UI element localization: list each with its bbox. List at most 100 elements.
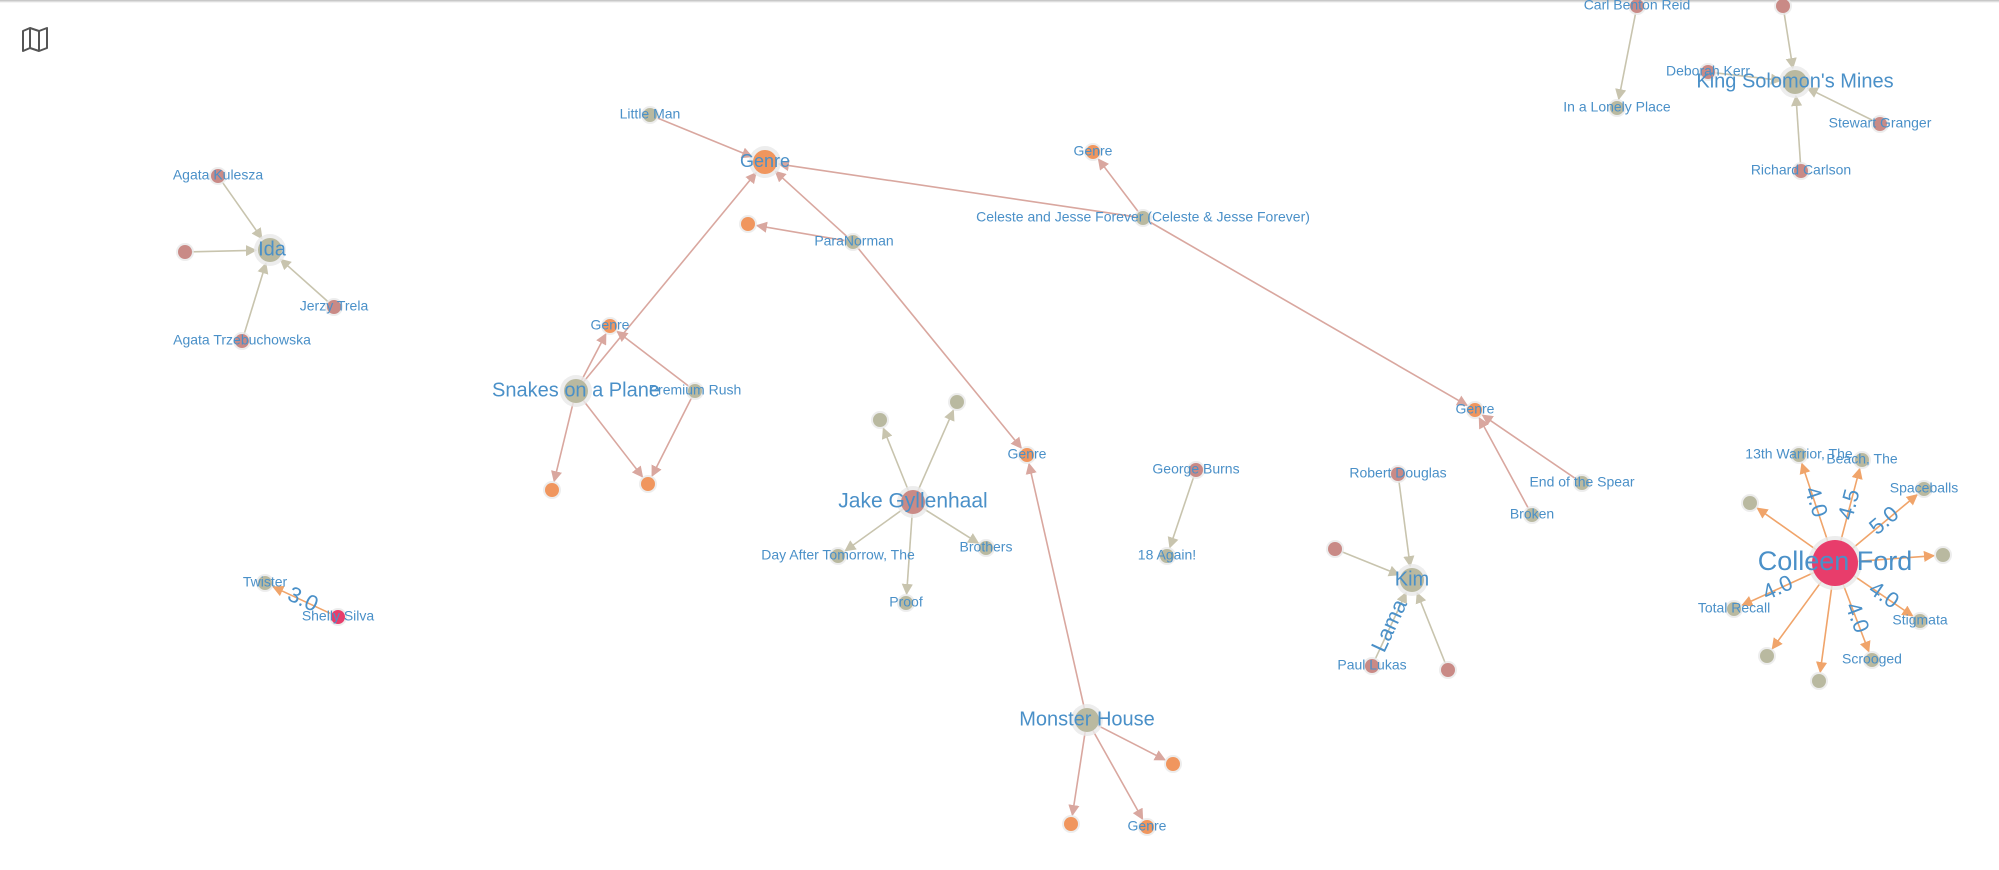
edge-jake-proof[interactable] [901,513,913,596]
movie-node-broken[interactable] [1525,508,1539,522]
movie-node-cf_m2[interactable] [1936,548,1950,562]
person-node-paul-lukas[interactable] [1365,659,1379,673]
edge-richard-kingsol[interactable] [1791,94,1803,165]
edge-celeste-genre3[interactable] [1097,158,1140,213]
person-node-stewart-granger[interactable] [1873,117,1887,131]
edge-snakes-sn_g1[interactable] [551,402,574,483]
person-node-agata-trzebuchowska[interactable] [235,334,249,348]
edge-broken-genre4[interactable] [1478,416,1530,510]
person-node-kim_p2[interactable] [1441,663,1455,677]
person-node-carl-benton-reid[interactable] [1630,0,1644,13]
edge-kim_p1-kim[interactable] [1341,550,1401,577]
edge-colleen-scrooged[interactable] [1842,584,1871,653]
edge-robert-kim[interactable] [1398,480,1415,568]
edge-paranorman-genre6[interactable] [856,246,1023,449]
edge-jerzy-ida[interactable] [279,258,330,303]
edge-jake-brothers[interactable] [922,507,980,544]
genre-node-genre[interactable] [1468,403,1482,417]
movie-node-day-after-tomorrow-the[interactable] [831,549,845,563]
edge-colleen-cf_m4[interactable] [1771,581,1823,650]
movie-node-in-a-lonely-place[interactable] [1610,101,1624,115]
genre-node-sn_g2[interactable] [641,477,655,491]
movie-node-cf_m4[interactable] [1760,649,1774,663]
edge-carleton-lonely[interactable] [1615,12,1637,101]
edge-paranorman-genre1[interactable] [774,170,849,238]
genre-node-mh_g2[interactable] [1166,757,1180,771]
edge-paul-kim[interactable] [1374,591,1407,660]
movie-node-proof[interactable] [899,596,913,610]
edge-shelly-twister[interactable] [272,585,332,615]
genre-node-genre[interactable] [1086,145,1100,159]
genre-node-pn_g_unl[interactable] [741,217,755,231]
edge-littleman-genre1[interactable] [656,116,754,159]
person-node-robert-douglas[interactable] [1391,467,1405,481]
movie-node-jk_m1[interactable] [873,413,887,427]
edge-colleen-spaceballs[interactable] [1852,494,1918,549]
edge-colleen-stigmata[interactable] [1853,575,1914,617]
person-node-george-burns[interactable] [1189,463,1203,477]
edge-celeste-genre4[interactable] [1148,220,1469,407]
genre-node-genre[interactable] [1140,820,1154,834]
person-node-agata-kulesza[interactable] [211,169,225,183]
edge-monster-mh_g1[interactable] [1068,731,1086,817]
movie-node-18-again[interactable] [1160,549,1174,563]
movie-node-celeste-and-jesse-forever-celeste-jesse-forever[interactable] [1136,211,1150,225]
person-node-ks_p_top[interactable] [1776,0,1790,13]
movie-node-cf_m1[interactable] [1743,496,1757,510]
edge-colleen-cf_m2[interactable] [1857,550,1936,563]
edge-colleen-cf_m1[interactable] [1756,507,1817,551]
edge-endspear-genre4[interactable] [1481,414,1577,480]
movie-node-13th-warrior-the[interactable] [1792,448,1806,462]
person-node-deborah-kerr[interactable] [1701,65,1715,79]
edge-stewart-kingsol[interactable] [1806,87,1875,122]
edge-kim_p2-kim[interactable] [1415,591,1447,664]
edge-snakes-sn_g2[interactable] [582,399,644,478]
movie-node-spaceballs[interactable] [1917,482,1931,496]
edge-jake-jk_m2[interactable] [917,409,955,492]
movie-node-end-of-the-spear[interactable] [1575,476,1589,490]
edge-colleen-cf_m3[interactable] [1816,585,1833,674]
movie-node-cf_m3[interactable] [1812,674,1826,688]
edge-agata_k-ida[interactable] [221,181,263,240]
genre-node-genre[interactable] [1020,448,1034,462]
person-node-kim_p1[interactable] [1328,542,1342,556]
edge-deborah-kingsol[interactable] [1714,72,1783,85]
edge-snakes-genre1[interactable] [583,171,757,383]
person-node-ida_unl[interactable] [178,245,192,259]
person-node-jerzy-trela[interactable] [327,300,341,314]
movie-node-brothers[interactable] [979,541,993,555]
edge-premium-sn_g2[interactable] [651,396,693,477]
edge-monster-genre5[interactable] [1092,730,1144,821]
movie-node-scrooged[interactable] [1865,653,1879,667]
genre-node-genre[interactable] [603,319,617,333]
edge-paranorman-pn_g_unl[interactable] [755,221,847,242]
movie-node-twister[interactable] [258,576,272,590]
genre-node-sn_g1[interactable] [545,483,559,497]
edge-monster-mh_g2[interactable] [1097,724,1166,761]
edge-george-again[interactable] [1167,476,1195,549]
edge-ks_p_top-kingsol[interactable] [1783,12,1797,70]
edge-celeste-genre1[interactable] [777,159,1137,218]
edge-agata_t-ida[interactable] [243,262,269,335]
movie-node-king-solomon-s-mines[interactable] [1783,70,1807,94]
movie-node-stigmata[interactable] [1913,614,1927,628]
movie-node-kim[interactable] [1400,568,1424,592]
person-node-jake-gyllenhaal[interactable] [901,490,925,514]
movie-node-snakes-on-a-plane[interactable] [564,379,588,403]
edge-ida_unl-ida[interactable] [191,244,258,257]
edge-monster-genre6[interactable] [1025,462,1086,709]
movie-node-total-recall[interactable] [1727,602,1741,616]
edge-jake-dayafter[interactable] [844,508,904,552]
user-node-colleen-ford[interactable] [1812,540,1858,586]
movie-node-ida[interactable] [258,238,282,262]
map-icon[interactable] [18,22,52,56]
edge-premium-genre2[interactable] [616,330,690,388]
movie-node-beach-the[interactable] [1855,453,1869,467]
genre-node-genre[interactable] [753,150,777,174]
edge-snakes-genre2[interactable] [580,332,607,381]
movie-node-little-man[interactable] [643,108,657,122]
edge-jake-jk_m1[interactable] [881,427,910,492]
movie-node-premium-rush[interactable] [688,384,702,398]
person-node-richard-carlson[interactable] [1794,164,1808,178]
